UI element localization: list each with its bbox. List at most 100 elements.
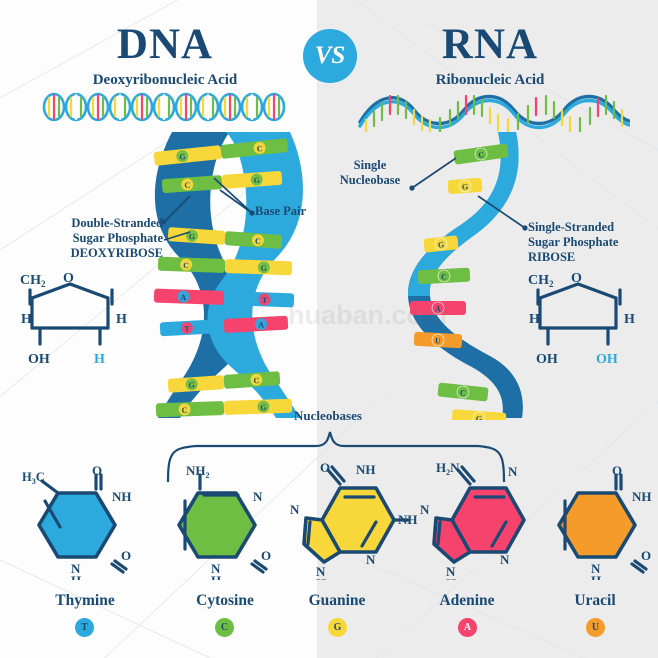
rna-base: C [437, 382, 489, 402]
cytosine-h-label: H [211, 573, 221, 580]
thymine-h3c-label: H3C [22, 470, 45, 486]
deoxyribose-h-right-label: H [116, 312, 127, 327]
rna-base: A [410, 301, 466, 315]
rna-base-badge [437, 269, 451, 283]
deoxyribose-structure: CH2 O H H OH H [20, 271, 127, 367]
ribose-ch2-label: CH2 [528, 273, 554, 289]
cytosine-chip-label: C [220, 622, 229, 633]
ribose-oh-right-label: OH [596, 352, 618, 367]
rna-decorative-strand [358, 94, 630, 132]
thymine-nh-label: NH [112, 489, 132, 504]
rna-base-letter: U [435, 336, 441, 345]
dna-base-badge [181, 178, 194, 191]
rna-base: C [453, 143, 509, 165]
rna-base-badge [434, 237, 448, 251]
rna-base-letter: G [476, 414, 483, 420]
rna-base-group: C G G C A U C G [410, 143, 509, 420]
cytosine-o-label: O [261, 548, 271, 563]
callout-single-stranded-line3: RIBOSE [528, 250, 576, 264]
cytosine-n-bottom-label: N [211, 561, 221, 576]
adenine-chip: A [458, 618, 477, 637]
callout-single-stranded: Single-Stranded Sugar Phosphate RIBOSE [528, 220, 656, 265]
ribose-structure: CH2 O H H OH OH [528, 271, 635, 367]
callout-double-stranded-line2: Sugar Phosphate [72, 231, 163, 245]
cytosine-n-label: N [253, 489, 263, 504]
cytosine-molecule: NH2 N O N H [177, 465, 271, 580]
adenine-n-left-label: N [420, 502, 430, 517]
thymine-chip-label: T [81, 622, 88, 633]
rna-base: G [447, 178, 483, 194]
callout-base-pair: Base Pair [255, 204, 307, 218]
uracil-h-label: H [591, 573, 601, 580]
adenine-molecule: H2N N N N N H [420, 460, 526, 580]
deoxyribose-o-label: O [63, 271, 74, 286]
dna-base-letter: T [184, 324, 190, 333]
uracil-chip: U [586, 618, 605, 637]
uracil-name: Uracil [574, 592, 616, 609]
dna-base-letter: C [184, 181, 191, 190]
guanine-molecule: O NH NH2 N N N H [290, 462, 417, 580]
thymine-chip: T [75, 618, 94, 637]
rna-base-badge [472, 411, 486, 420]
callout-single-stranded-line1: Single-Stranded [528, 220, 615, 234]
ribose-h-left-label: H [529, 312, 540, 327]
rna-base-badge [474, 147, 488, 161]
dna-base-letter: C [253, 376, 260, 385]
uracil-nh-label: NH [632, 489, 652, 504]
thymine-h-label: H [71, 573, 81, 580]
thymine-molecule: H3C O NH O N H [22, 465, 132, 580]
adenine-chip-label: A [463, 622, 472, 633]
rna-base: C [417, 267, 471, 285]
dna-base-badge [178, 403, 191, 416]
dna-base-letter: G [260, 403, 267, 412]
guanine-chip: G [328, 618, 347, 637]
dna-base-badge [257, 400, 270, 413]
dna-base-letter: A [258, 320, 264, 329]
rna-base-letter: A [435, 304, 441, 313]
ribose-oh-left-label: OH [536, 352, 558, 367]
dna-base-badge [258, 293, 271, 306]
uracil-molecule: O NH O N H [557, 465, 652, 580]
rna-title: RNA [441, 21, 539, 68]
guanine-nh-label: NH [356, 462, 376, 477]
rna-base-letter: C [441, 272, 447, 281]
dna-base-badge [257, 261, 270, 274]
dna-base-badge [250, 373, 263, 386]
rna-base-letter: G [462, 182, 469, 191]
dna-base-letter: C [256, 144, 263, 154]
dna-title: DNA [116, 21, 214, 68]
thymine-name: Thymine [55, 592, 115, 609]
deoxyribose-oh-label: OH [28, 352, 50, 367]
adenine-n-right-label: N [500, 552, 510, 567]
rna-base-letter: C [478, 150, 485, 160]
ribose-o-label: O [571, 271, 582, 286]
uracil-o-bottom-label: O [641, 548, 651, 563]
rna-base: G [423, 235, 459, 253]
adenine-h-label: H [446, 576, 456, 580]
cytosine-nh2-label: NH2 [186, 465, 210, 480]
dna-base-letter: C [255, 237, 262, 246]
deoxyribose-h-left-label: H [21, 312, 32, 327]
guanine-h-label: H [316, 576, 326, 580]
dna-base-badge [177, 290, 190, 303]
uracil-chip-label: U [591, 622, 600, 633]
dna-base-letter: G [189, 232, 196, 241]
adenine-name: Adenine [439, 592, 495, 609]
rna-base: U [413, 331, 463, 349]
dna-front-ribbon [207, 132, 303, 418]
guanine-n-bottom-label: N [316, 564, 326, 579]
dna-base-letter: C [182, 406, 188, 415]
callout-single-stranded-line2: Sugar Phosphate [528, 235, 619, 249]
dna-base-badge [253, 141, 266, 154]
ribose-h-right-label: H [624, 312, 635, 327]
dna-base-badge [180, 321, 193, 334]
uracil-n-label: N [591, 561, 601, 576]
guanine-name: Guanine [308, 592, 366, 609]
rna-front-ribbon [408, 132, 519, 296]
dna-base-badge [251, 234, 264, 247]
